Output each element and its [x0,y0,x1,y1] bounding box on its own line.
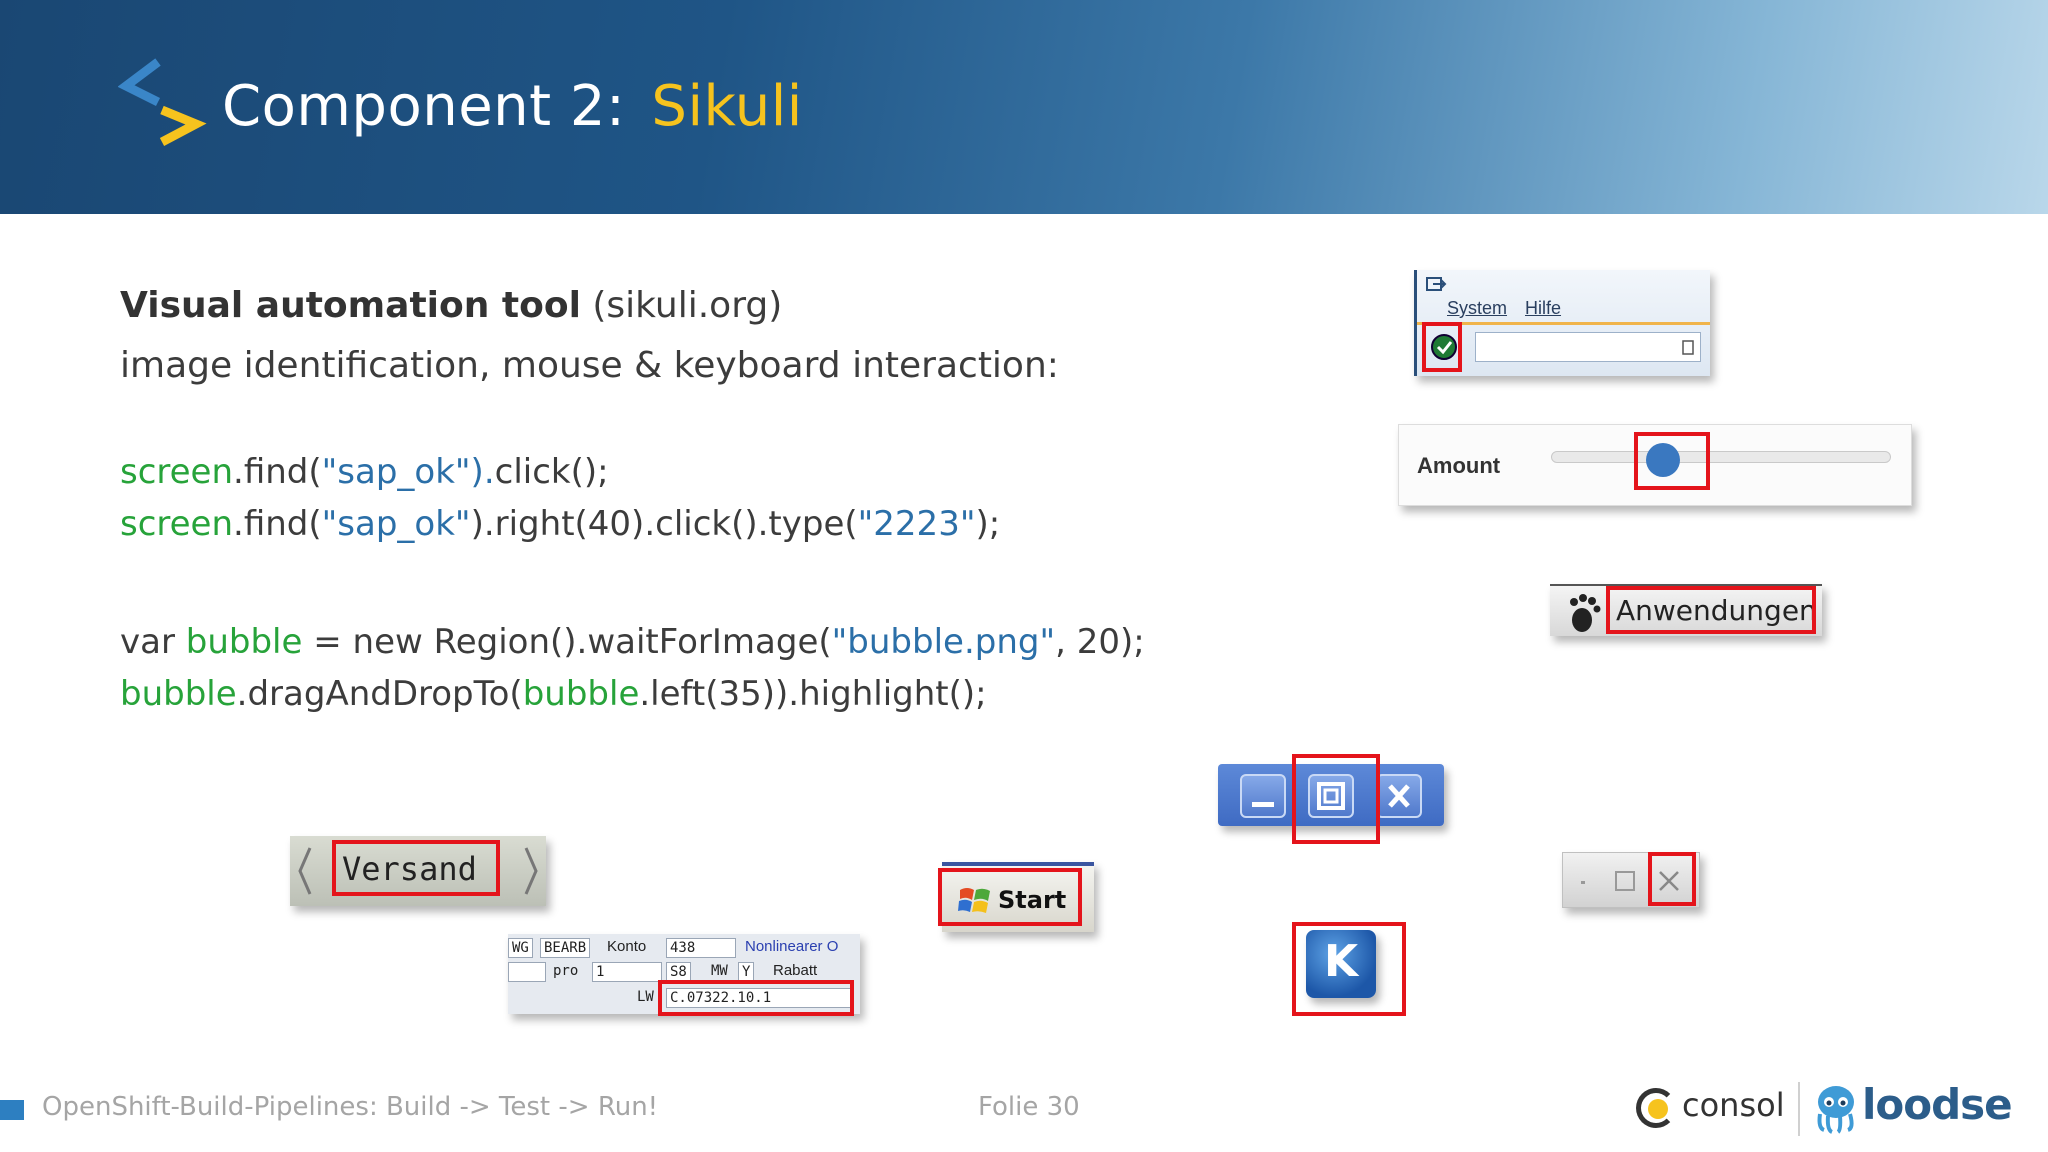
code-token: screen [120,452,234,492]
close-icon[interactable] [1655,867,1683,895]
code-line-1: screen.find("sap_ok").click(); [120,452,609,492]
kde-icon: K [1323,936,1359,987]
anwendungen-menu-sample[interactable]: Anwendungen [1550,584,1822,636]
tab-scroll-left-icon [298,847,312,895]
title-prefix: Component 2: [222,74,626,139]
highlight-box [1648,852,1696,906]
intro-bold-suffix: (sikuli.org) [580,285,783,326]
page-number: Folie 30 [978,1092,1080,1122]
code-token: screen [120,504,234,544]
form-field[interactable] [508,962,546,982]
consol-logo-text: consol [1682,1086,1785,1124]
highlight-box [1292,754,1380,844]
loodse-octopus-icon [1817,1086,1854,1134]
code-token: , 20); [1055,622,1145,662]
exit-icon [1426,277,1447,291]
gnome-foot-icon [1570,594,1601,632]
form-label: Nonlinearer O [745,938,839,955]
slide-title: Component 2: Sikuli [222,74,803,139]
form-field[interactable]: 438 [666,938,736,958]
highlight-box [938,868,1082,926]
code-token: .dragAndDropTo( [236,674,523,714]
form-label: WG [508,938,533,958]
code-token: .find( [233,504,322,544]
menu-system[interactable]: System [1447,298,1508,318]
code-token: click(); [494,452,609,492]
code-line-4: bubble.dragAndDropTo(bubble.left(35)).hi… [120,674,987,714]
form-field[interactable]: Y [738,962,755,982]
title-accent: Sikuli [651,74,803,139]
form-label: LW [637,989,654,1005]
minimize-icon[interactable] [1240,774,1286,818]
menu-separator [1417,322,1710,325]
code-token: "sap_ok" [321,504,471,544]
code-token: "2223" [857,504,976,544]
form-field[interactable]: 1 [592,962,662,982]
highlight-box [1422,322,1462,372]
code-token: var [120,622,186,662]
code-line-2: screen.find("sap_ok").right(40).click().… [120,504,1000,544]
highlight-box [1606,586,1816,634]
logo-divider [1798,1082,1800,1136]
code-token: .find( [233,452,322,492]
versand-label: Versand [342,850,477,888]
command-field[interactable] [1475,332,1701,362]
minimize-icon[interactable] [1577,873,1593,889]
code-token: ).right(40).click().type( [470,504,858,544]
window-buttons-sample [1218,764,1444,826]
code-token: bubble [522,674,640,714]
highlight-box [1634,432,1710,490]
title-banner: Component 2: Sikuli [0,0,2048,214]
amount-slider-sample: Amount [1398,424,1912,506]
anwendungen-label: Anwendungen [1616,594,1817,627]
code-token: ); [975,504,1001,544]
sap-form-sample: WG BEARB Konto 438 Nonlinearer O pro 1 S… [508,934,860,1014]
menu-hilfe[interactable]: Hilfe [1525,298,1562,318]
highlight-box [658,980,854,1016]
form-label: Konto [607,938,647,955]
slider-track[interactable] [1551,451,1891,463]
code-token: = new Region().waitForImage( [302,622,832,662]
form-label: pro [553,963,579,979]
amount-label: Amount [1417,453,1501,478]
windows-start-sample[interactable]: Start [942,862,1094,932]
intro-line-1: Visual automation tool (sikuli.org) [120,276,1059,336]
form-field[interactable]: BEARB [540,938,591,958]
sap-menu-sample: System Hilfe [1414,270,1710,376]
form-label: Rabatt [773,962,818,979]
code-token: bubble [185,622,303,662]
windows-logo-icon [958,888,990,913]
close-icon[interactable] [1376,774,1422,818]
sap-ok-icon[interactable] [1431,334,1457,360]
maximize-icon[interactable] [1613,869,1637,893]
form-label: MW [711,963,728,979]
code-token: "bubble.png" [831,622,1056,662]
highlight-box [1292,922,1406,1016]
intro-bold: Visual automation tool [120,285,581,326]
code-token: bubble [120,674,237,714]
tab-scroll-right-icon [524,847,538,895]
start-label: Start [998,886,1067,914]
footer-title: OpenShift-Build-Pipelines: Build -> Test… [42,1092,659,1122]
code-token: .left(35)).highlight(); [639,674,987,714]
chevron-logo-icon [118,58,207,146]
form-field[interactable]: S8 [666,962,691,982]
lw-field[interactable]: C.07322.10.1 [666,988,854,1008]
intro-text: Visual automation tool (sikuli.org) imag… [120,276,1059,396]
code-line-3: var bubble = new Region().waitForImage("… [120,622,1145,662]
kde-menu-sample[interactable]: K [1306,930,1376,998]
slider-knob[interactable] [1646,443,1681,477]
code-token: "sap_ok"). [321,452,495,492]
small-window-controls-sample [1562,852,1700,908]
clipboard-icon [1682,340,1694,355]
footer-marker [0,1100,24,1120]
consol-logo-icon [1636,1088,1676,1128]
maximize-icon[interactable] [1308,774,1354,818]
intro-line-2: image identification, mouse & keyboard i… [120,345,1059,386]
highlight-box [332,840,500,896]
loodse-logo-text: loodse [1862,1080,2013,1129]
